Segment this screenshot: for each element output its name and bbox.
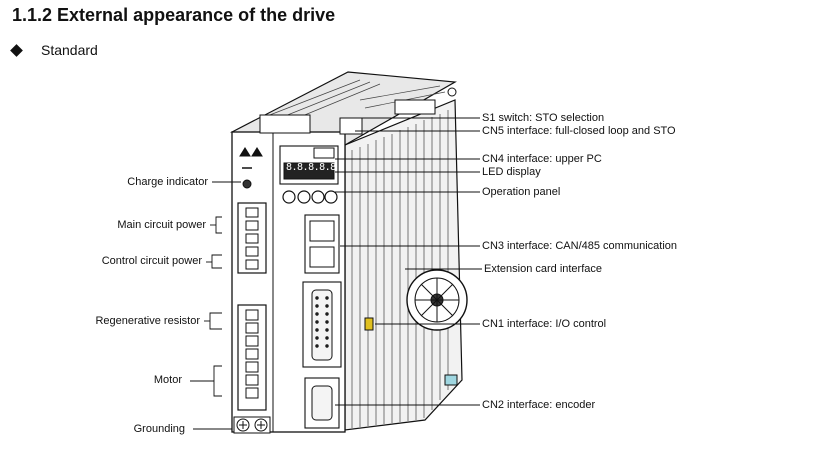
label-operation-panel: Operation panel <box>482 186 561 198</box>
led-display-digits: 8.8.8.8.8 <box>286 162 336 173</box>
label-cn1-interface: CN1 interface: I/O control <box>482 318 607 330</box>
label-extension-card-interface: Extension card interface <box>484 263 603 275</box>
section-heading: 1.1.2 External appearance of the drive <box>12 5 336 25</box>
label-motor: Motor <box>153 374 182 386</box>
drive-front-panel <box>231 114 374 434</box>
bullet-label: Standard <box>41 42 98 58</box>
label-cn3-interface: CN3 interface: CAN/485 communication <box>482 240 678 252</box>
label-s1-switch: S1 switch: STO selection <box>482 112 605 124</box>
label-grounding: Grounding <box>133 423 185 435</box>
label-regenerative-resistor: Regenerative resistor <box>95 315 200 327</box>
right-callout-lines <box>335 117 482 406</box>
label-led-display: LED display <box>482 166 541 178</box>
label-charge-indicator: Charge indicator <box>127 176 208 188</box>
label-main-circuit-power: Main circuit power <box>117 219 206 231</box>
label-cn2-interface: CN2 interface: encoder <box>482 399 596 411</box>
bullet-item: Standard <box>10 42 98 58</box>
left-callout-lines <box>190 181 241 430</box>
label-cn4-interface: CN4 interface: upper PC <box>482 153 602 165</box>
label-control-circuit-power: Control circuit power <box>101 255 202 267</box>
label-cn5-interface: CN5 interface: full-closed loop and STO <box>482 125 676 137</box>
charge-indicator-led <box>242 179 252 189</box>
drive-side-heatsink <box>344 87 468 431</box>
